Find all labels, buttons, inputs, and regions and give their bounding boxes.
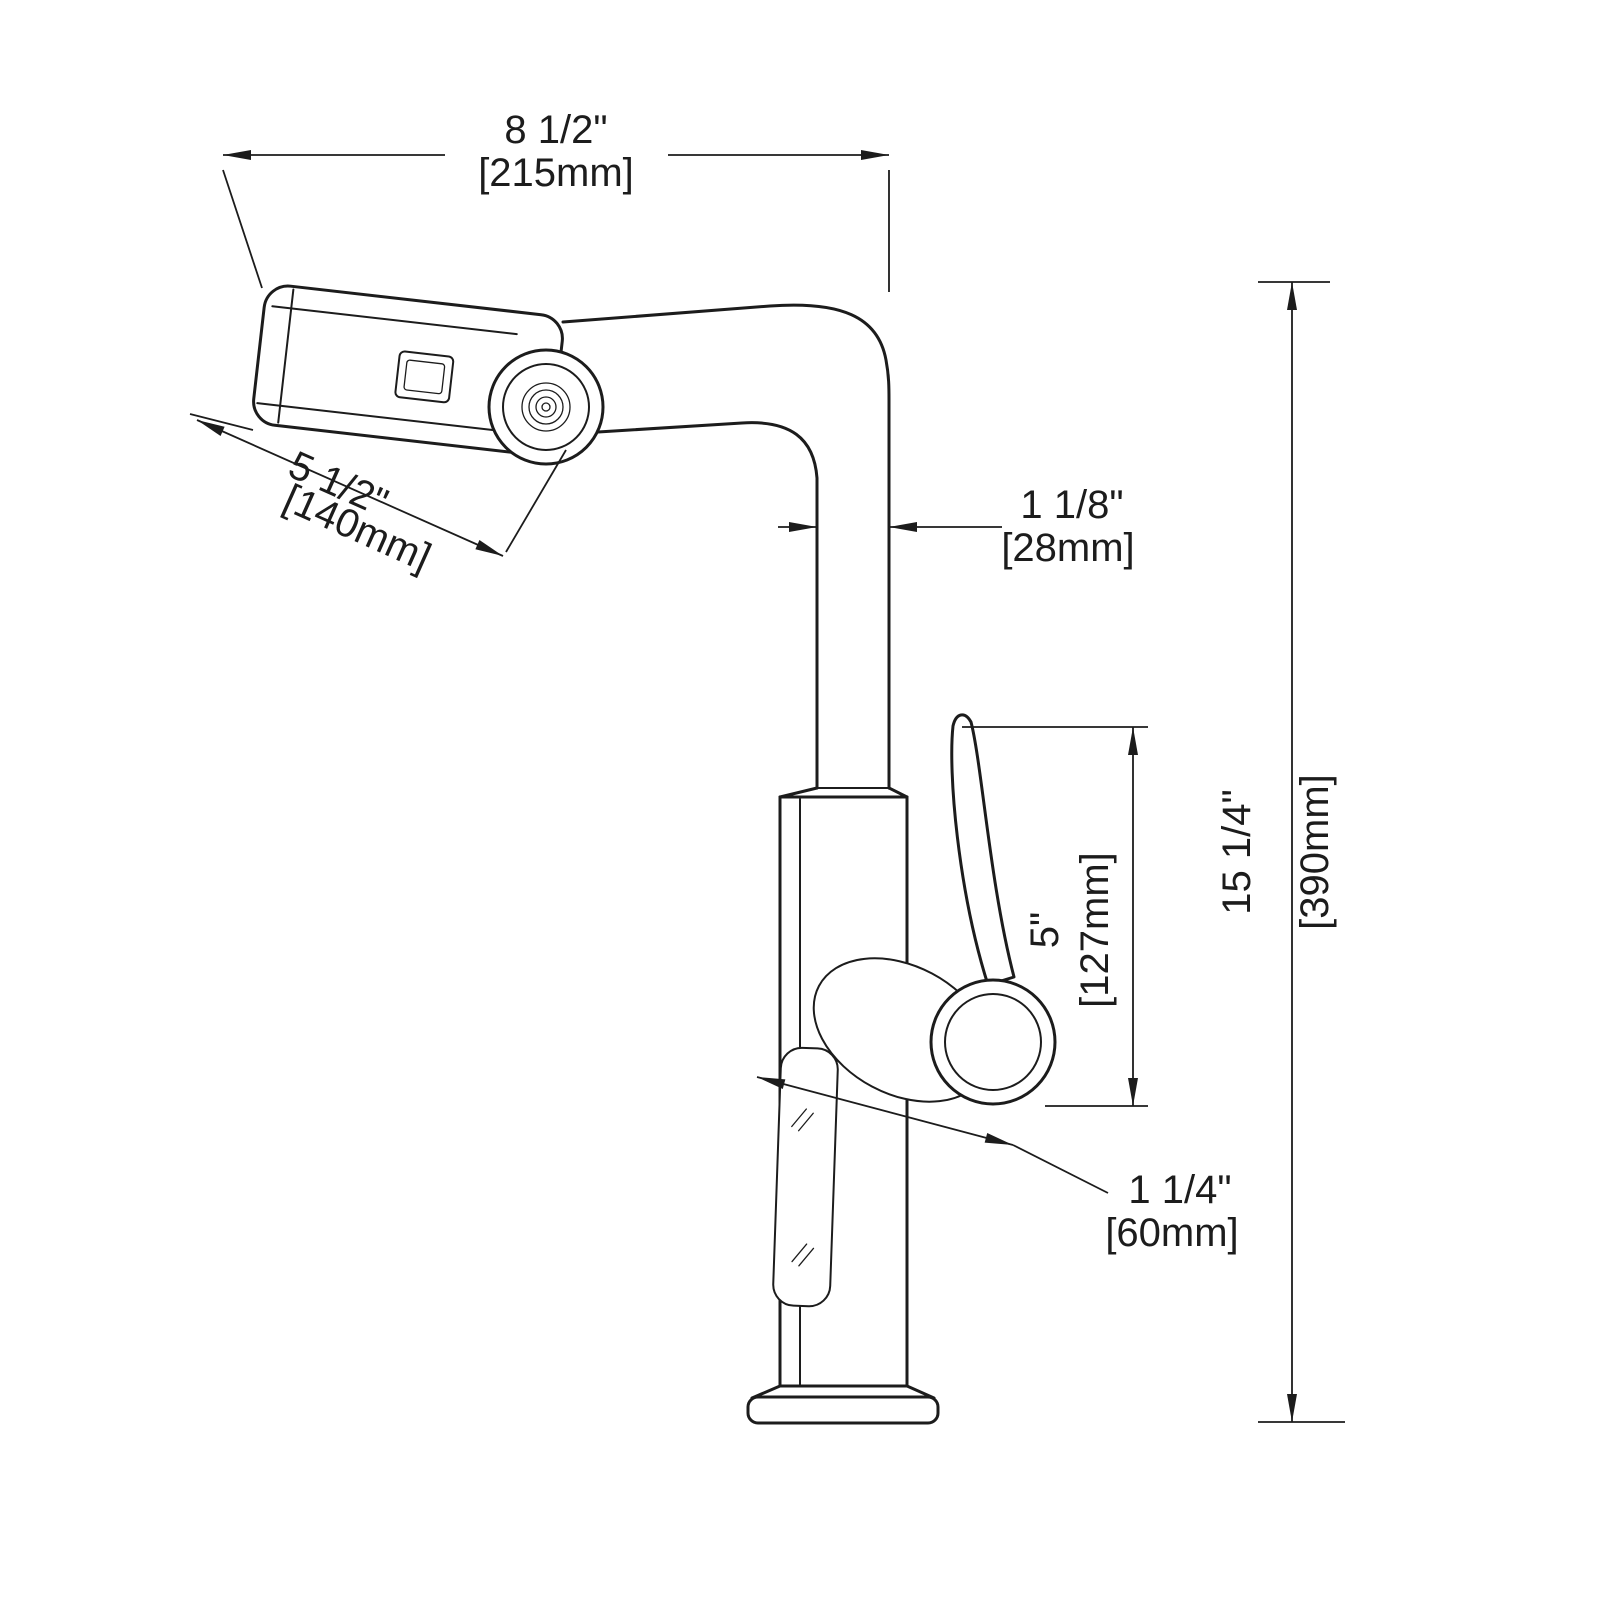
dimension-handle-height: 5" [127mm] [962, 726, 1148, 1107]
handle-lever [950, 713, 1016, 987]
spout-arm [561, 303, 891, 790]
sprayer-button-inner [403, 359, 446, 395]
spout-arm-bottom-edge [596, 421, 819, 790]
faucet-base [746, 1384, 940, 1425]
aerator-mesh-2 [528, 389, 564, 425]
dim-tube-width-mm: [28mm] [1001, 526, 1134, 570]
handle-hub [929, 978, 1057, 1106]
dim-line [756, 1076, 1014, 1146]
leader-line [1012, 1144, 1109, 1194]
display-window [772, 1046, 839, 1308]
aerator [487, 348, 605, 466]
dim-overall-height-inches: 15 1/4" [1215, 789, 1259, 914]
ext-line [222, 169, 263, 289]
faucet-outline [252, 284, 1057, 1425]
display-window-outline [772, 1046, 839, 1308]
aerator-ring [502, 363, 590, 451]
aerator-mesh-1 [521, 382, 571, 432]
handle-hub-outer [929, 978, 1057, 1106]
dimension-overall-height: 15 1/4" [390mm] [1215, 281, 1345, 1423]
dim-spout-reach-inches: 8 1/2" [504, 108, 607, 152]
spout-head [252, 284, 564, 456]
dim-handle-width-inches: 1 1/4" [1128, 1168, 1231, 1212]
spout-arm-top-edge [561, 303, 891, 790]
dim-overall-height-mm: [390mm] [1293, 774, 1337, 930]
sprayer-button [394, 350, 455, 404]
dim-tube-width-inches: 1 1/8" [1020, 483, 1123, 527]
dimension-spout-reach: 8 1/2" [215mm] [222, 108, 890, 292]
dim-spout-reach-mm: [215mm] [478, 151, 634, 195]
aerator-mesh-4 [541, 402, 551, 412]
dimension-tube-width: 1 1/8" [28mm] [778, 483, 1135, 570]
base-plate [746, 1395, 940, 1425]
dim-handle-height-mm: [127mm] [1073, 852, 1117, 1008]
dim-line [196, 419, 504, 557]
dim-handle-height-inches: 5" [1023, 912, 1067, 948]
aerator-outer [487, 348, 605, 466]
dim-handle-width-mm: [60mm] [1105, 1211, 1238, 1255]
sprayer-button-outer [394, 350, 455, 404]
spout-head-facet-top [271, 305, 518, 336]
dimension-handle-width: 1 1/4" [60mm] [756, 1076, 1239, 1255]
spout-head-endcap-edge [277, 288, 295, 424]
aerator-mesh-3 [535, 396, 557, 418]
ext-line [505, 449, 567, 553]
